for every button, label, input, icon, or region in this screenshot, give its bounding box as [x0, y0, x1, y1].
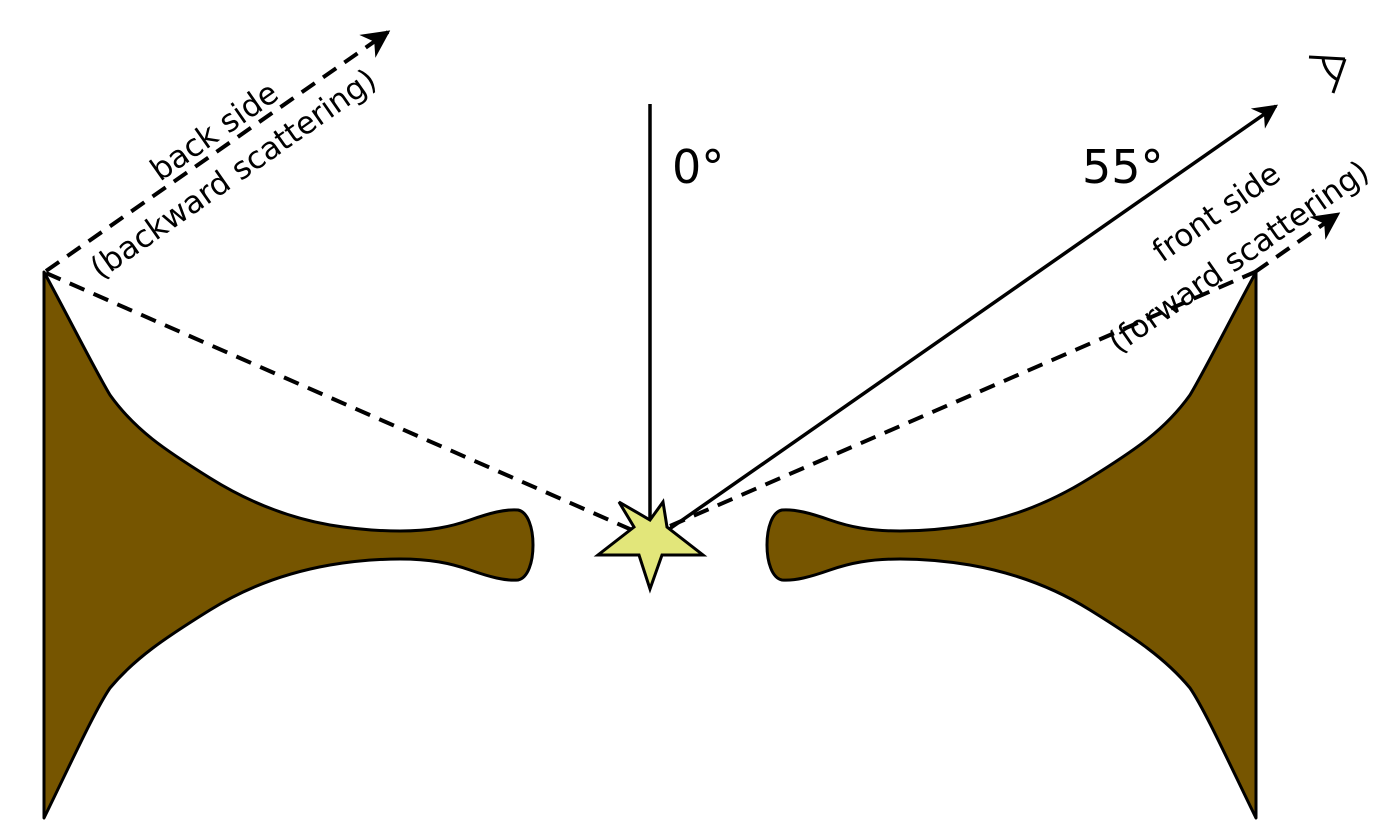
angle-55-label: 55°: [1082, 140, 1164, 194]
torus-right: [765, 270, 1258, 820]
observer-eye-icon: [1308, 55, 1347, 94]
back-dashed-ray: [45, 271, 633, 532]
front-dashed-ray: [669, 270, 1256, 528]
torus-left: [42, 270, 535, 820]
forward-scattering-arrow: [1253, 212, 1341, 274]
source-star-icon: [593, 498, 708, 594]
line-of-sight-arrow: [666, 104, 1279, 532]
backward-scattering-arrow: [44, 30, 391, 273]
angle-zero-label: 0°: [672, 140, 724, 194]
